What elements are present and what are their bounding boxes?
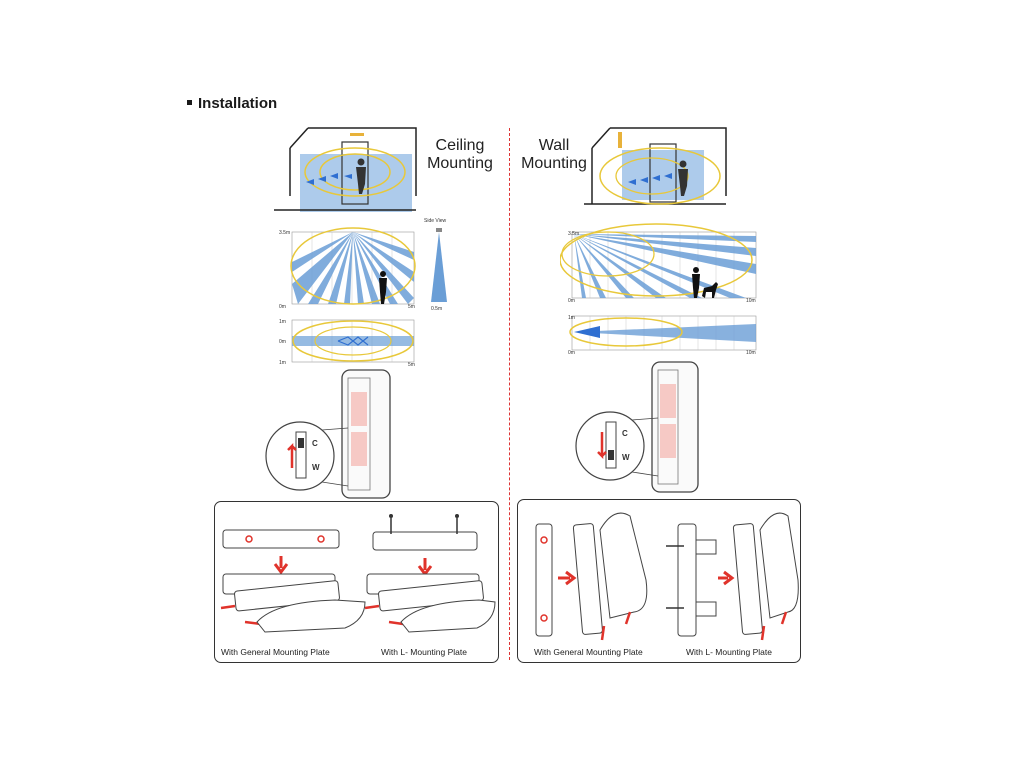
ceiling-top-view: 1m 0m 1m 5m <box>279 319 415 368</box>
wall-mounting-steps <box>535 512 799 641</box>
ceiling-mounting-steps <box>220 514 496 633</box>
side-view-width: 0.5m <box>431 306 442 312</box>
side-view-label: Side View <box>424 218 447 224</box>
wall-axis-right: 10m <box>746 298 756 304</box>
wall-axis-top: 3.5m <box>568 231 579 237</box>
wall-caption-general: With General Mounting Plate <box>534 647 643 657</box>
person-icon <box>379 271 387 304</box>
section-heading: Installation <box>187 95 277 112</box>
wall-switch-w-label: W <box>622 453 630 462</box>
person-icon <box>356 158 366 194</box>
side-view-diagram: Side View 0.5m <box>424 218 447 312</box>
ceiling-detection-diagram: 3.5m 0m 5m <box>279 227 416 310</box>
bullet-icon <box>187 99 192 105</box>
wall-caption-l-plate: With L- Mounting Plate <box>686 647 772 657</box>
ceiling-caption-general: With General Mounting Plate <box>221 647 330 657</box>
ceiling-axis-zero: 0m <box>279 304 286 310</box>
wall-top-view: 1m 0m 10m <box>568 315 757 356</box>
ceiling-mounting-panel: With General Mounting Plate With L- Moun… <box>214 501 499 663</box>
ceiling-top-axis-top: 1m <box>279 319 286 325</box>
ceiling-title-line1: Ceiling <box>435 137 485 154</box>
ceiling-top-axis-mid: 0m <box>279 339 286 345</box>
wall-switch-c-label: C <box>622 429 628 438</box>
wall-top-axis-right: 10m <box>746 350 756 356</box>
ceiling-axis-top: 3.5m <box>279 230 290 236</box>
ceiling-caption-l-plate: With L- Mounting Plate <box>381 647 467 657</box>
wall-axis-zero: 0m <box>568 298 575 304</box>
wall-mounting-panel: With General Mounting Plate With L- Moun… <box>517 499 801 663</box>
wall-device-illustration: C W <box>575 361 699 493</box>
ceiling-top-axis-bottom: 1m <box>279 360 286 366</box>
wall-room-illustration <box>584 127 727 205</box>
ceiling-device-illustration: C W <box>265 369 391 499</box>
wall-detection-diagram: 3.5m 0m 10m <box>560 223 757 304</box>
ceiling-room-illustration <box>274 127 417 212</box>
ceiling-top-axis-right: 5m <box>408 362 415 368</box>
person-icon <box>692 267 700 298</box>
wall-mounting-title: Wall Mounting <box>514 137 594 173</box>
wall-title-line2: Mounting <box>521 155 587 172</box>
dog-icon <box>702 282 718 298</box>
switch-w-label: W <box>312 463 320 472</box>
wall-title-line1: Wall <box>538 137 570 154</box>
section-title: Installation <box>198 95 278 112</box>
ceiling-axis-right: 5m <box>408 304 415 310</box>
column-divider <box>509 128 510 660</box>
ceiling-title-line2: Mounting <box>427 155 493 172</box>
ceiling-mounting-title: Ceiling Mounting <box>420 137 500 173</box>
wall-top-axis-bottom: 0m <box>568 350 575 356</box>
wall-top-axis-top: 1m <box>568 315 575 321</box>
person-icon <box>678 160 688 196</box>
switch-c-label: C <box>312 439 318 448</box>
